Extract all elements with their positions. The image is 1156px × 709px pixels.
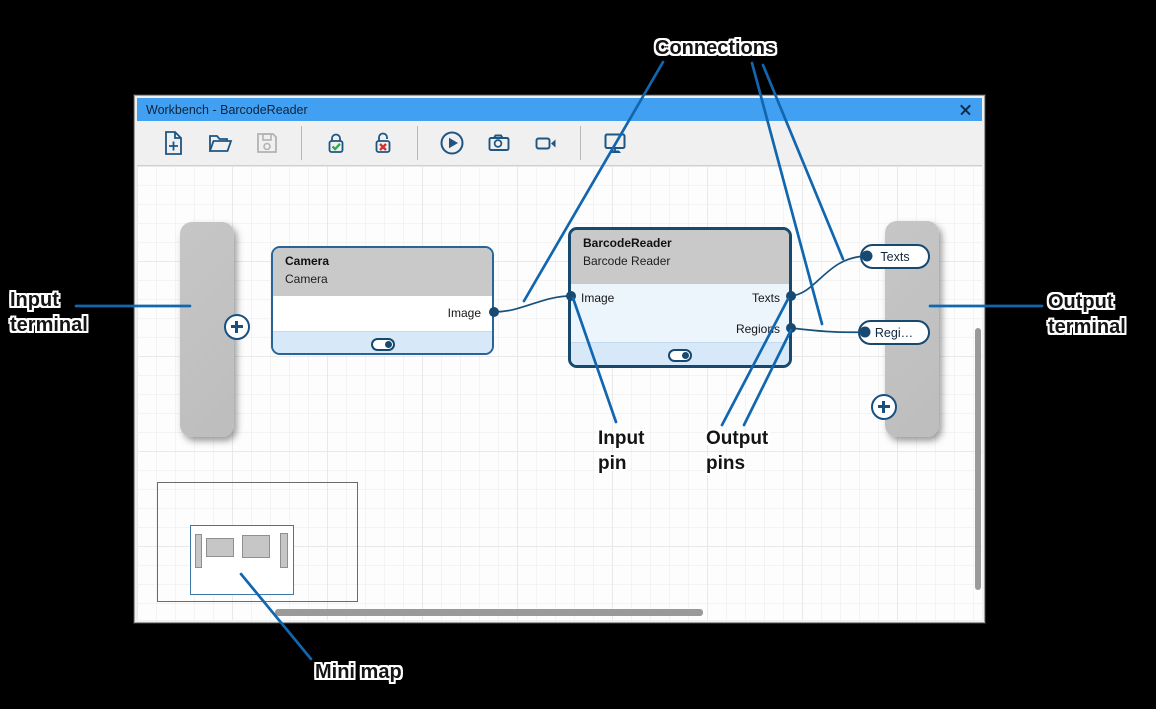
plus-icon[interactable] bbox=[871, 394, 897, 420]
run-icon[interactable] bbox=[439, 130, 465, 156]
horizontal-scrollbar[interactable] bbox=[275, 609, 703, 616]
regions-pill-label: Regi… bbox=[874, 325, 914, 340]
reader-regions-pin-label: Regions bbox=[735, 322, 780, 336]
reader-texts-pin-label: Texts bbox=[751, 291, 780, 305]
barcode-reader-node[interactable]: BarcodeReader Barcode Reader Image Texts… bbox=[568, 227, 792, 368]
mini-map-reader-node bbox=[242, 535, 270, 558]
vertical-scrollbar[interactable] bbox=[975, 328, 981, 590]
toolbar-separator bbox=[580, 126, 581, 160]
new-file-icon[interactable] bbox=[160, 130, 186, 156]
output-terminal-texts-pill[interactable]: Texts bbox=[860, 244, 930, 269]
reader-image-pin-label: Image bbox=[581, 291, 615, 305]
reader-node-body: Image Texts Regions bbox=[571, 284, 789, 342]
toolbar-separator bbox=[417, 126, 418, 160]
texts-pill-label: Texts bbox=[880, 249, 910, 264]
lock-icon[interactable] bbox=[323, 130, 349, 156]
camera-enable-toggle-icon[interactable] bbox=[370, 338, 395, 351]
title-bar[interactable]: Workbench - BarcodeReader bbox=[137, 98, 982, 121]
reader-node-subtitle: Barcode Reader bbox=[583, 254, 671, 268]
input-pin-label: Input pin bbox=[598, 428, 645, 474]
reader-node-title: BarcodeReader bbox=[583, 236, 672, 250]
camera-node[interactable]: Camera Camera Image bbox=[271, 246, 494, 355]
output-pins-label: Output pins bbox=[706, 428, 769, 474]
mini-map[interactable] bbox=[157, 482, 358, 602]
snapshot-icon[interactable] bbox=[486, 130, 512, 156]
mini-map-label: Mini map bbox=[315, 661, 402, 683]
output-terminal-label: Output terminal bbox=[1048, 291, 1126, 338]
unlock-icon[interactable] bbox=[370, 130, 396, 156]
camera-node-title: Camera bbox=[285, 254, 330, 268]
mini-map-camera-node bbox=[206, 538, 234, 557]
record-icon[interactable] bbox=[533, 130, 559, 156]
display-icon[interactable] bbox=[602, 130, 628, 156]
reader-enable-toggle-icon[interactable] bbox=[668, 349, 692, 362]
toolbar-separator bbox=[301, 126, 302, 160]
input-terminal-label: Input terminal bbox=[10, 289, 88, 336]
reader-node-header: BarcodeReader Barcode Reader bbox=[571, 230, 789, 284]
window-title: Workbench - BarcodeReader bbox=[146, 102, 308, 117]
toolbar bbox=[137, 121, 982, 166]
reader-node-footer bbox=[571, 342, 789, 365]
close-icon[interactable] bbox=[958, 102, 973, 117]
mini-map-input-terminal bbox=[195, 534, 202, 568]
camera-node-header: Camera Camera bbox=[273, 248, 492, 296]
mini-map-output-terminal bbox=[280, 533, 288, 568]
connections-label: Connections bbox=[655, 37, 777, 59]
camera-node-subtitle: Camera bbox=[285, 272, 328, 286]
output-terminal-regions-pill[interactable]: Regi… bbox=[858, 320, 930, 345]
plus-icon[interactable] bbox=[224, 314, 250, 340]
save-icon[interactable] bbox=[254, 130, 280, 156]
camera-image-pin-label: Image bbox=[447, 306, 481, 320]
open-project-icon[interactable] bbox=[207, 130, 233, 156]
mini-map-viewport[interactable] bbox=[190, 525, 294, 595]
camera-node-footer bbox=[273, 331, 492, 353]
camera-node-body: Image bbox=[273, 296, 492, 331]
